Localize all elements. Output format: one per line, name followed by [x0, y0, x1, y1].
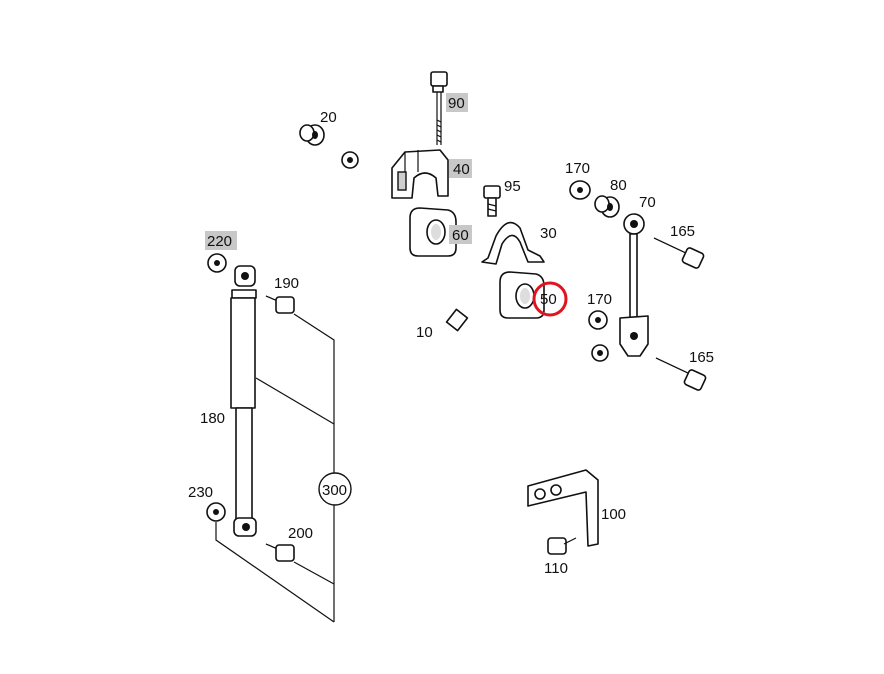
label-110[interactable]: 110 [544, 560, 568, 577]
stabilizer-bar[interactable] [265, 151, 609, 390]
washer-230[interactable] [206, 502, 226, 522]
washer-170-lower[interactable] [588, 310, 608, 330]
clamp-30[interactable] [481, 221, 545, 265]
label-200[interactable]: 200 [288, 525, 313, 542]
bushing-50[interactable] [499, 271, 545, 319]
washer-220[interactable] [207, 253, 227, 273]
label-60[interactable]: 60 [452, 227, 469, 244]
label-highlight-90 [446, 93, 468, 112]
clamp-bracket-40[interactable] [391, 149, 449, 199]
bolt-90[interactable] [430, 71, 448, 145]
label-highlight-40 [449, 159, 472, 178]
label-165-lower[interactable]: 165 [689, 349, 714, 366]
label-180[interactable]: 180 [200, 410, 225, 427]
selection-ring-50 [532, 281, 568, 317]
label-highlight-60 [449, 225, 472, 244]
shock-absorber-180[interactable] [230, 265, 257, 537]
link-rod-70[interactable] [619, 213, 649, 357]
bolt-165-lower[interactable] [655, 357, 707, 391]
label-220[interactable]: 220 [207, 233, 232, 250]
label-70[interactable]: 70 [639, 194, 656, 211]
bracket-100[interactable] [527, 469, 599, 547]
label-80[interactable]: 80 [610, 177, 627, 194]
bushing-20[interactable] [299, 124, 325, 146]
bolt-190[interactable] [265, 295, 295, 314]
bolt-165-upper[interactable] [653, 237, 705, 269]
label-30[interactable]: 30 [540, 225, 557, 242]
label-highlight-220 [205, 231, 237, 250]
bolt-110[interactable] [547, 537, 577, 555]
label-50[interactable]: 50 [540, 291, 557, 308]
label-20[interactable]: 20 [320, 109, 337, 126]
label-190[interactable]: 190 [274, 275, 299, 292]
bolt-200[interactable] [265, 543, 295, 562]
label-10[interactable]: 10 [416, 324, 433, 341]
label-40[interactable]: 40 [453, 161, 470, 178]
label-230[interactable]: 230 [188, 484, 213, 501]
bushing-80[interactable] [594, 195, 620, 218]
label-170-lower[interactable]: 170 [587, 291, 612, 308]
washer-170-upper[interactable] [569, 180, 591, 200]
label-100[interactable]: 100 [601, 506, 626, 523]
label-90[interactable]: 90 [448, 95, 465, 112]
group-circle-300[interactable] [318, 472, 352, 506]
label-300[interactable]: 300 [322, 482, 347, 499]
assembly-bracket-300 [215, 313, 335, 623]
label-165-upper[interactable]: 165 [670, 223, 695, 240]
bushing-60[interactable] [409, 207, 457, 257]
label-95[interactable]: 95 [504, 178, 521, 195]
label-170-upper[interactable]: 170 [565, 160, 590, 177]
bolt-95[interactable] [483, 185, 501, 217]
